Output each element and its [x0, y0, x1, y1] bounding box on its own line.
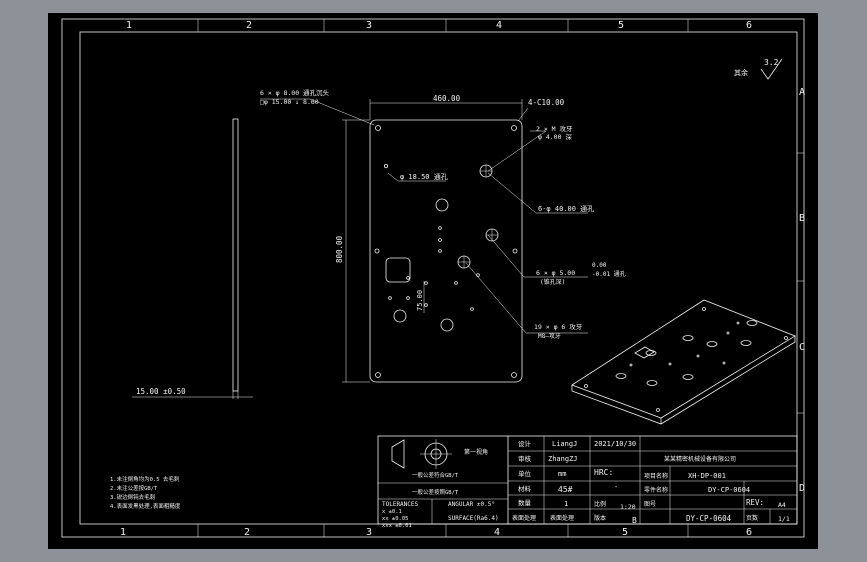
thickness-dim-text: 15.00 ±0.50: [136, 387, 186, 396]
cad-viewport[interactable]: 1 2 3 4 5 6 1 2 3 4 5 6 A B C D 其余 3.2 1…: [48, 13, 818, 549]
designer-name: LiangJ: [552, 440, 577, 448]
general-tol-a: 一般公差符合GB/T: [412, 471, 459, 479]
zone-row-c: C: [799, 342, 805, 353]
tolerances-title: TOLERANCES: [382, 501, 419, 508]
zone-row-a: A: [799, 87, 805, 98]
surface-roughness-icon: [760, 58, 783, 80]
tol-x: x ±0.1: [382, 509, 402, 515]
hole-callout-5a: 6 × φ 5.00: [536, 269, 575, 277]
qty-value: 1: [564, 500, 568, 508]
part-value: DY-CP-0604: [708, 486, 750, 494]
design-date: 2021/10/30: [594, 440, 636, 448]
plate-front-view: [369, 119, 523, 383]
row-design-label: 设计: [518, 439, 532, 448]
hole-callout-40: 6-φ 40.00 通孔: [538, 204, 594, 213]
zone-col-1-bottom: 1: [120, 527, 126, 538]
svg-text:1.未注倒角均为0.5 去毛刺: 1.未注倒角均为0.5 去毛刺: [110, 475, 180, 483]
zone-col-2-bottom: 2: [244, 527, 250, 538]
drawing-no-value: DY-CP-0604: [686, 514, 732, 523]
svg-text:3.锐边倒钝去毛刺: 3.锐边倒钝去毛刺: [110, 493, 156, 501]
small-holes: [383, 163, 480, 311]
hole-callout-top-b: □φ 15.00 ↓ 8.60: [260, 98, 319, 106]
zone-row-d: D: [799, 483, 805, 494]
hardness-label: HRC:: [594, 468, 613, 477]
hardness-value: -: [614, 483, 618, 491]
checker-name: ZhangZJ: [548, 455, 578, 463]
surface-prefix: 其余: [734, 68, 748, 77]
rect-pocket: [385, 257, 411, 283]
title-block: [377, 435, 798, 525]
width-dim-text: 460.00: [433, 94, 461, 103]
treatment-label: 表面处理: [512, 514, 536, 522]
hole-callout-19a: 19 × φ 6 攻牙: [534, 322, 583, 331]
corner-chamfer-text: 4-C10.00: [528, 98, 565, 107]
zone-col-4: 4: [496, 20, 502, 31]
sheet-label: 页数: [746, 514, 758, 522]
row-qty-label: 数量: [518, 498, 532, 507]
rev-label: REV:: [746, 498, 764, 507]
project-value: XH-DP-001: [688, 472, 726, 480]
zone-col-6: 6: [746, 20, 752, 31]
svg-text:2.未注公差按GB/T: 2.未注公差按GB/T: [110, 484, 158, 492]
row-check-label: 审核: [518, 454, 532, 463]
side-view-strip: [232, 118, 239, 392]
version-value: B: [632, 516, 637, 525]
logo-text: 第一视角: [464, 448, 488, 456]
isometric-view: [571, 299, 796, 425]
hole-callout-right-a: 2 × M 攻牙: [536, 124, 573, 133]
projection-symbol-icon: [391, 439, 405, 469]
zone-col-2: 2: [246, 20, 252, 31]
hole-callout-5-tol-dn: -0.01 通孔: [592, 270, 626, 278]
project-label: 项目名称: [644, 472, 668, 480]
material-value: 45#: [558, 485, 573, 494]
drawing-no-label: 图号: [644, 501, 656, 508]
version-label: 版本: [594, 514, 606, 522]
pocket-dim-text: 75.00: [416, 290, 424, 311]
svg-text:4.表面发黑处理,表面粗糙度: 4.表面发黑处理,表面粗糙度: [110, 502, 181, 510]
technical-notes: 1.未注倒角均为0.5 去毛刺 2.未注公差按GB/T 3.锐边倒钝去毛刺 4.…: [110, 475, 181, 510]
hole-callout-5b: (锥孔深): [540, 278, 565, 286]
company-name: 某某精密机械设备有限公司: [664, 455, 736, 463]
unit-value: mm: [558, 470, 566, 478]
main-holes: [393, 164, 499, 332]
zone-col-6-bottom: 6: [746, 527, 752, 538]
zone-col-1: 1: [126, 20, 132, 31]
corner-holes: [374, 125, 518, 378]
sheet-value: 1/1: [778, 515, 790, 523]
inner-frame: [79, 31, 798, 525]
drawing-canvas[interactable]: 1 2 3 4 5 6 1 2 3 4 5 6 A B C D 其余 3.2 1…: [48, 13, 818, 549]
hole-callout-right-b: φ 4.00 深: [538, 132, 572, 141]
angular-tol: ANGULAR ±0.5°: [448, 501, 495, 508]
hole-callout-top-a: 6 × φ 8.00 通孔沉头: [260, 88, 330, 97]
tol-xx: xx ±0.05: [382, 516, 409, 522]
zone-col-3-bottom: 3: [366, 527, 372, 538]
scale-label: 比例: [594, 500, 606, 508]
surface-finish: SURFACE(Ra6.4): [448, 515, 499, 522]
general-tol-b: 一般公差按照GB/T: [412, 488, 459, 496]
zone-ticks: [197, 19, 804, 537]
leader-lines: [260, 98, 588, 334]
scale-value: 1:20: [620, 503, 636, 511]
rev-value: A4: [778, 501, 786, 509]
hole-callout-5-tol-up: 0.00: [592, 262, 607, 269]
zone-col-5-bottom: 5: [622, 527, 628, 538]
treatment-value: 表面处理: [550, 514, 574, 522]
zone-col-3: 3: [366, 20, 372, 31]
surface-roughness-value: 3.2: [764, 58, 779, 67]
height-dim-text: 800.00: [335, 235, 344, 263]
zone-col-5: 5: [618, 20, 624, 31]
row-material-label: 材料: [518, 484, 532, 493]
row-unit-label: 单位: [518, 469, 532, 478]
tol-xxx: xxx ±0.01: [382, 523, 412, 529]
hole-callout-19b: M8—攻牙: [538, 332, 561, 340]
part-label: 零件名称: [644, 486, 668, 494]
hole-callout-185: φ 18.50 通孔: [400, 172, 448, 181]
zone-col-4-bottom: 4: [494, 527, 500, 538]
outer-frame: [61, 18, 805, 538]
zone-row-b: B: [799, 213, 805, 224]
